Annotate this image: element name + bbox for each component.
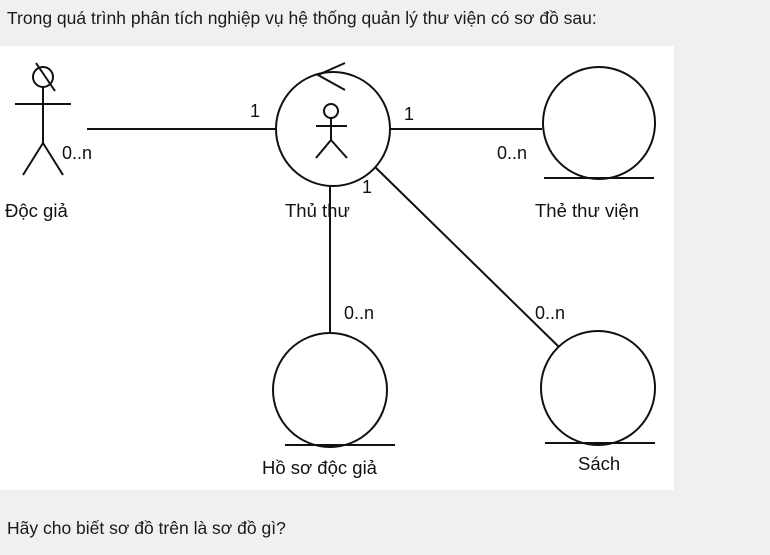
multiplicity-label: 1 — [404, 104, 414, 124]
multiplicity-label: 0..n — [497, 143, 527, 163]
entity-label: Sách — [578, 453, 620, 474]
multiplicity-label: 1 — [362, 177, 372, 197]
control-thu-thu-icon — [275, 62, 391, 187]
question-text: Trong quá trình phân tích nghiệp vụ hệ t… — [7, 8, 597, 28]
diagram-panel: Độc giả Thủ thư Thẻ thư viện Hồ sơ độc g… — [0, 46, 770, 490]
actor-doc-gia-icon — [15, 62, 71, 176]
entity-the-thu-vien-icon — [542, 66, 656, 180]
entity-label: Hồ sơ độc giả — [262, 457, 378, 478]
multiplicity-label: 1 — [250, 101, 260, 121]
link-thuthu-sach — [372, 164, 560, 348]
multiplicity-label: 0..n — [344, 303, 374, 323]
entity-sach-icon — [540, 330, 656, 446]
actor-label: Độc giả — [5, 200, 68, 221]
entity-ho-so-doc-gia-icon — [272, 332, 395, 448]
entity-label: Thẻ thư viện — [535, 200, 639, 221]
multiplicity-label: 0..n — [535, 303, 565, 323]
analysis-diagram: Độc giả Thủ thư Thẻ thư viện Hồ sơ độc g… — [0, 46, 674, 490]
multiplicity-label: 0..n — [62, 143, 92, 163]
control-label: Thủ thư — [285, 200, 350, 221]
question-prompt: Hãy cho biết sơ đồ trên là sơ đồ gì? — [7, 518, 286, 538]
